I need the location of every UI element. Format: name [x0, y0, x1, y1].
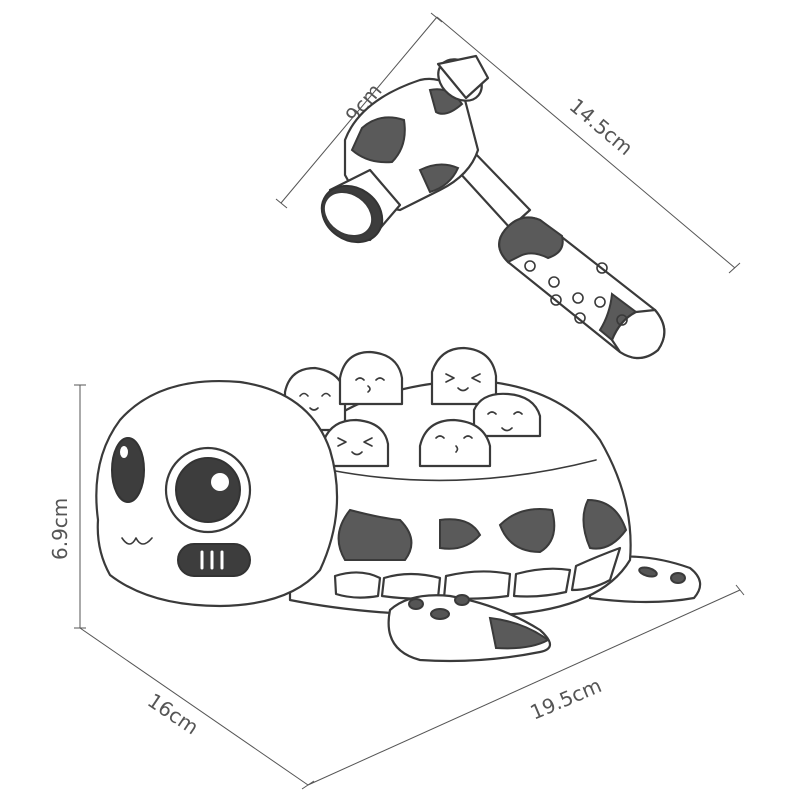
hammer-grip [498, 216, 666, 360]
hammer-head [320, 54, 490, 244]
turtle-toy-illustration [95, 346, 702, 663]
hammer-illustration [320, 54, 666, 360]
dimension-label-turtle-height: 6.9cm [48, 498, 72, 560]
turtle-moles [283, 346, 542, 468]
turtle-head [95, 380, 339, 608]
dimension-label-turtle-depth: 16cm [143, 688, 203, 739]
dimension-label-hammer-length: 14.5cm [565, 93, 638, 160]
dimension-lines [74, 12, 745, 790]
